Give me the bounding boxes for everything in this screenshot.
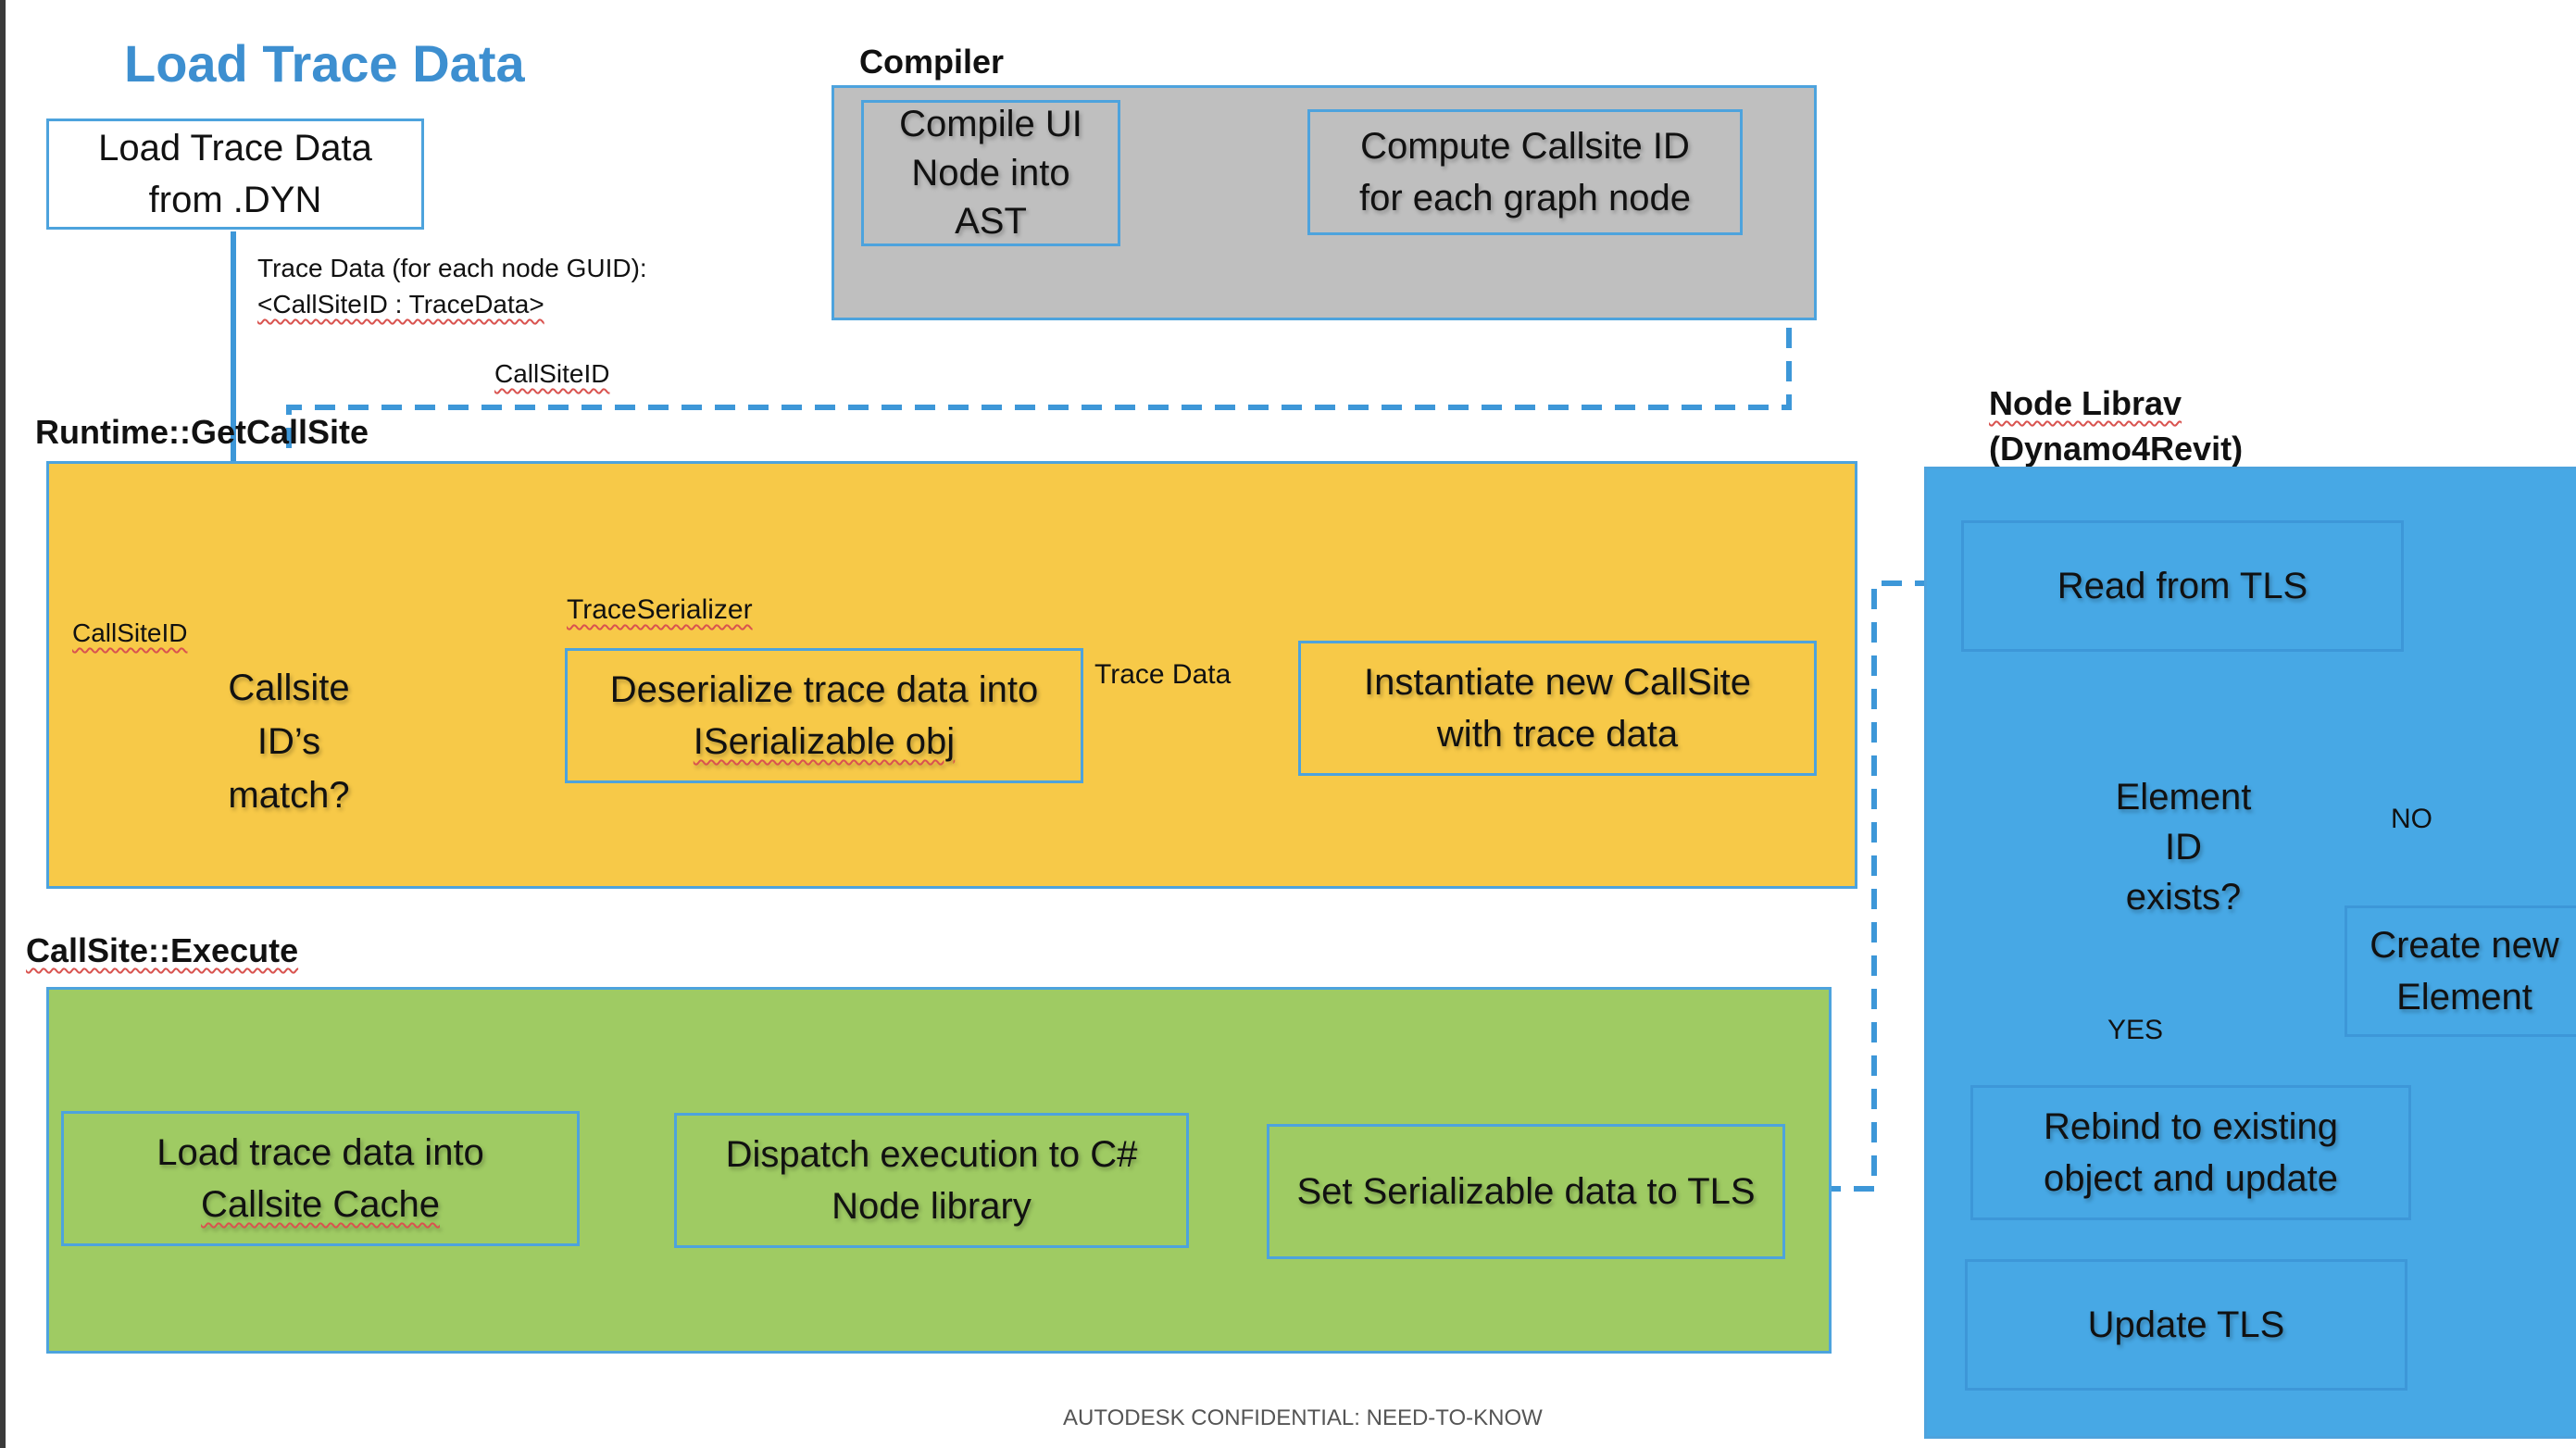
trace-note: Trace Data (for each node GUID): <CallSi… bbox=[257, 250, 647, 322]
instantiate-line1: Instantiate new CallSite bbox=[1363, 662, 1751, 703]
footer-text: AUTODESK CONFIDENTIAL: NEED-TO-KNOW bbox=[1063, 1405, 1543, 1430]
read-tls-box: Read from TLS bbox=[1961, 520, 2404, 652]
callsite-match-line1: Callsite bbox=[228, 668, 350, 708]
callsiteid-top-label: CallSiteID bbox=[494, 359, 610, 388]
load-trace-line2: from .DYN bbox=[148, 180, 322, 220]
compile-line3: AST bbox=[955, 201, 1027, 243]
dispatch-line2: Node library bbox=[832, 1186, 1032, 1227]
dispatch-box: Dispatch execution to C# Node library bbox=[674, 1113, 1189, 1248]
rebind-box: Rebind to existing object and update bbox=[1970, 1085, 2411, 1220]
node-library-label: Node Librav (Dynamo4Revit) bbox=[1989, 381, 2243, 471]
read-tls-text: Read from TLS bbox=[2057, 566, 2308, 606]
callsite-match-text: Callsite ID’s match? bbox=[178, 661, 400, 822]
element-exists-line3: exists? bbox=[2125, 877, 2242, 917]
compute-callsite-box: Compute Callsite ID for each graph node bbox=[1307, 109, 1743, 235]
runtime-label: Runtime::GetCallSite bbox=[35, 413, 369, 451]
dispatch-line1: Dispatch execution to C# bbox=[725, 1134, 1138, 1175]
yes-label: YES bbox=[2107, 1015, 2164, 1045]
compile-line1: Compile UI bbox=[899, 103, 1082, 144]
page-title: Load Trace Data bbox=[124, 34, 525, 93]
execute-label: CallSite::Execute bbox=[26, 931, 299, 969]
callsite-match-line3: match? bbox=[228, 775, 350, 816]
trace-serializer-label: TraceSerializer bbox=[567, 594, 753, 625]
compiler-label: Compiler bbox=[859, 43, 1005, 81]
deserialize-line2: ISerializable obj bbox=[693, 721, 956, 762]
element-exists-line1: Element bbox=[2115, 777, 2252, 818]
element-exists-line2: ID bbox=[2165, 827, 2202, 868]
runtime-callsiteid-label: CallSiteID bbox=[72, 618, 188, 647]
trace-note-line2: <CallSiteID : TraceData> bbox=[257, 290, 544, 319]
rebind-line2: object and update bbox=[2043, 1158, 2339, 1199]
rebind-line1: Rebind to existing bbox=[2044, 1106, 2338, 1147]
compile-ui-box: Compile UI Node into AST bbox=[861, 100, 1120, 246]
node-library-line2: (Dynamo4Revit) bbox=[1989, 429, 2244, 468]
update-tls-text: Update TLS bbox=[2087, 1304, 2285, 1345]
instantiate-callsite-box: Instantiate new CallSite with trace data bbox=[1298, 641, 1817, 776]
compile-line2: Node into bbox=[911, 152, 1070, 193]
trace-data-label: Trace Data bbox=[1094, 659, 1232, 690]
load-trace-box: Load Trace Data from .DYN bbox=[46, 119, 424, 230]
load-trace-line1: Load Trace Data bbox=[98, 128, 372, 169]
callsite-match-line2: ID’s bbox=[256, 721, 321, 762]
instantiate-line2: with trace data bbox=[1436, 714, 1679, 755]
create-line2: Element bbox=[2396, 977, 2532, 1017]
set-tls-line1: Set Serializable data to TLS bbox=[1296, 1171, 1756, 1212]
compute-line2: for each graph node bbox=[1358, 178, 1692, 218]
create-element-box: Create new Element bbox=[2345, 905, 2576, 1037]
set-tls-box: Set Serializable data to TLS bbox=[1267, 1124, 1785, 1259]
element-exists-text: Element ID exists? bbox=[2072, 772, 2295, 922]
trace-note-line1: Trace Data (for each node GUID): bbox=[257, 254, 647, 282]
deserialize-box: Deserialize trace data into ISerializabl… bbox=[565, 648, 1083, 783]
compute-line1: Compute Callsite ID bbox=[1360, 126, 1690, 167]
load-cache-line2: Callsite Cache bbox=[201, 1184, 440, 1225]
deserialize-line1: Deserialize trace data into bbox=[609, 669, 1039, 710]
no-label: NO bbox=[2391, 804, 2432, 834]
load-cache-line1: Load trace data into bbox=[156, 1132, 484, 1173]
node-library-line1: Node Librav bbox=[1989, 384, 2182, 422]
update-tls-box: Update TLS bbox=[1965, 1259, 2407, 1391]
load-cache-box: Load trace data into Callsite Cache bbox=[61, 1111, 580, 1246]
create-line1: Create new bbox=[2370, 925, 2559, 966]
